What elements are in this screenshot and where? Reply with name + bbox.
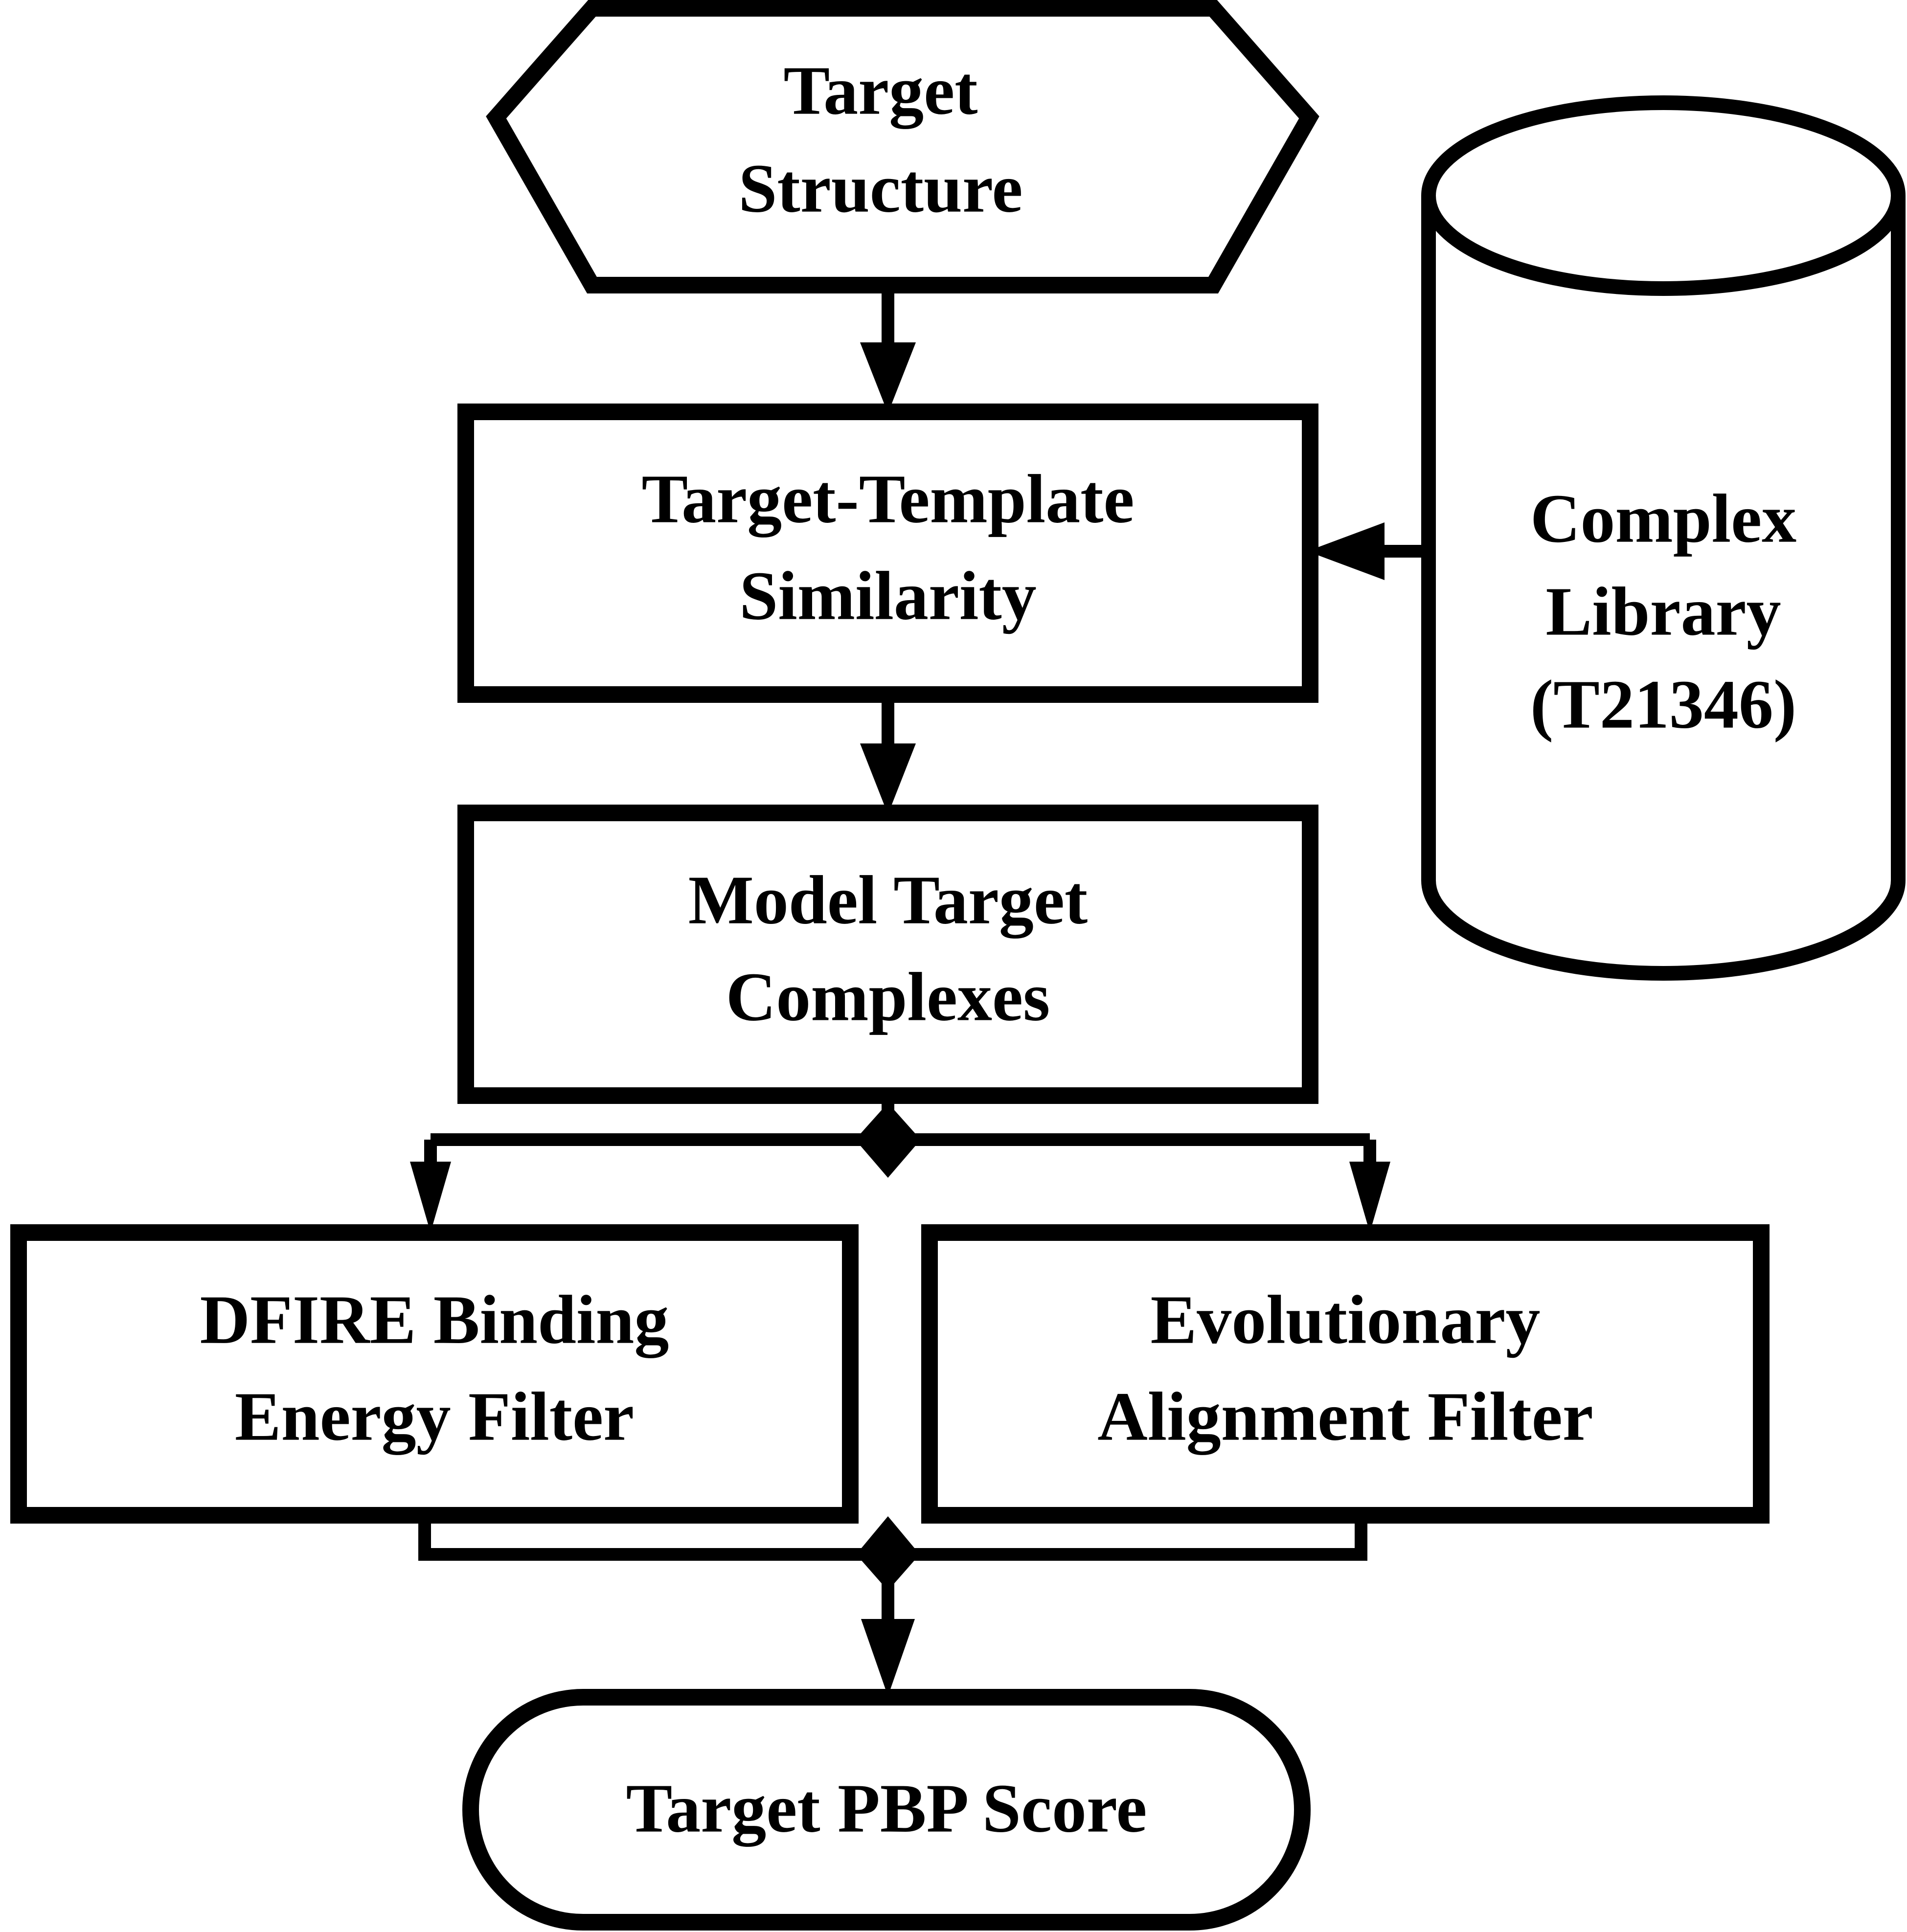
node-dfire-binding-energy-filter[interactable]: DFIRE Binding Energy Filter	[10, 1224, 859, 1524]
edge-structure-to-similarity	[860, 285, 916, 413]
stadium-shape	[462, 1689, 1311, 1931]
rectangle-shape	[457, 404, 1318, 703]
arrowhead-down-icon	[860, 743, 916, 814]
merge-junction-diamond-icon	[856, 1516, 920, 1591]
node-label-model-target-complexes-line1: Model Target	[688, 861, 1088, 939]
node-target-structure[interactable]: Target Structure	[486, 0, 1319, 293]
node-label-target-template-similarity-line1: Target-Template	[641, 460, 1134, 538]
edge-library-to-similarity	[1307, 522, 1429, 580]
edge-model-to-fork-junction	[431, 1096, 1370, 1178]
node-label-model-target-complexes-line2: Complexes	[726, 958, 1050, 1035]
arrowhead-left-icon	[1307, 522, 1385, 580]
hexagon-shape	[486, 0, 1319, 293]
node-label-complex-library-line3: (T21346)	[1530, 666, 1796, 743]
arrowhead-down-icon	[410, 1162, 451, 1233]
rectangle-shape	[921, 1224, 1770, 1524]
node-label-complex-library-line2: Library	[1545, 573, 1781, 650]
node-label-target-pbp-score: Target PBP Score	[626, 1770, 1147, 1847]
cylinder-body	[1421, 196, 1906, 981]
arrowhead-down-icon	[1349, 1162, 1390, 1233]
rectangle-shape	[10, 1224, 859, 1524]
rectangle-shape	[457, 805, 1318, 1104]
node-label-evolutionary-filter-line2: Alignment Filter	[1097, 1378, 1593, 1455]
edge-similarity-to-model	[860, 695, 916, 814]
node-label-dfire-filter-line2: Energy Filter	[235, 1378, 634, 1455]
edge-model-to-dfire	[410, 1140, 451, 1233]
node-evolutionary-alignment-filter[interactable]: Evolutionary Alignment Filter	[921, 1224, 1770, 1524]
node-model-target-complexes[interactable]: Model Target Complexes	[457, 805, 1318, 1104]
node-label-dfire-filter-line1: DFIRE Binding	[200, 1281, 669, 1358]
node-complex-library[interactable]: Complex Library (T21346)	[1421, 95, 1906, 981]
arrowhead-down-icon	[860, 342, 916, 413]
node-label-evolutionary-filter-line1: Evolutionary	[1151, 1281, 1541, 1358]
edge-model-to-evolutionary	[1349, 1140, 1390, 1233]
node-target-pbp-score[interactable]: Target PBP Score	[462, 1689, 1311, 1931]
node-target-template-similarity[interactable]: Target-Template Similarity	[457, 404, 1318, 703]
node-label-target-structure-line2: Structure	[738, 150, 1022, 227]
cylinder-top-ellipse	[1421, 95, 1906, 296]
node-label-complex-library-line1: Complex	[1530, 480, 1796, 557]
node-label-target-structure-line1: Target	[783, 52, 977, 129]
arrowhead-down-icon	[861, 1619, 915, 1696]
edge-filters-merge-to-score	[418, 1515, 1367, 1696]
node-label-target-template-similarity-line2: Similarity	[739, 557, 1036, 634]
